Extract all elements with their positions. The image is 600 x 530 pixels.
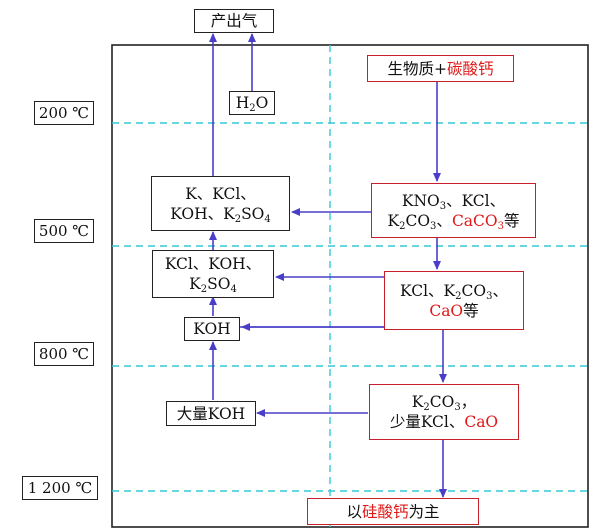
temp-label-1200: 1 200 ℃ [22, 476, 98, 500]
r2-line1: KCl、K2CO3、 [400, 281, 508, 302]
b1-line2: KOH、K2SO4 [170, 204, 271, 225]
r1-line1: KNO3、KCl、 [401, 191, 506, 212]
b2-line2: K2SO4 [189, 275, 237, 295]
temp-label-800: 800 ℃ [34, 342, 94, 366]
large-koh-label: 大量KOH [176, 404, 246, 423]
koh-label: KOH [193, 320, 231, 338]
outer-frame [111, 44, 589, 528]
solid-box-800-1200: K2CO3， 少量KCl、CaO [369, 384, 519, 440]
exhaust-gas-box: 产出气 [194, 9, 274, 33]
temperature-dash-lines [112, 122, 588, 492]
biomass-start-label: 生物质+碳酸钙 [387, 59, 494, 78]
koh-box: KOH [184, 317, 240, 341]
exhaust-gas-label: 产出气 [210, 12, 258, 30]
temp-label-500: 500 ℃ [34, 219, 94, 243]
solid-box-500-800: KCl、K2CO3、 CaO等 [384, 271, 524, 330]
biomass-start-box: 生物质+碳酸钙 [367, 55, 514, 82]
water-box: H2O [229, 91, 275, 115]
potassium-gas-box-200-500: K、KCl、 KOH、K2SO4 [151, 176, 290, 231]
b2-line1: KCl、KOH、 [164, 255, 262, 273]
calcium-silicate-label: 以硅酸钙为主 [346, 502, 440, 521]
solid-box-200-500: KNO3、KCl、 K2CO3、CaCO3等 [371, 183, 536, 238]
b1-line1: K、KCl、 [185, 184, 256, 203]
large-koh-box: 大量KOH [166, 401, 256, 426]
potassium-gas-box-500-800: KCl、KOH、 K2SO4 [152, 250, 274, 298]
calcium-silicate-end-box: 以硅酸钙为主 [307, 498, 479, 525]
r3-line2: 少量KCl、CaO [389, 413, 499, 431]
r2-line2: CaO等 [429, 301, 479, 320]
water-formula: H2O [235, 94, 269, 114]
r3-line1: K2CO3， [411, 393, 477, 413]
r1-line2: K2CO3、CaCO3等 [387, 211, 520, 232]
temp-label-200: 200 ℃ [34, 101, 94, 125]
